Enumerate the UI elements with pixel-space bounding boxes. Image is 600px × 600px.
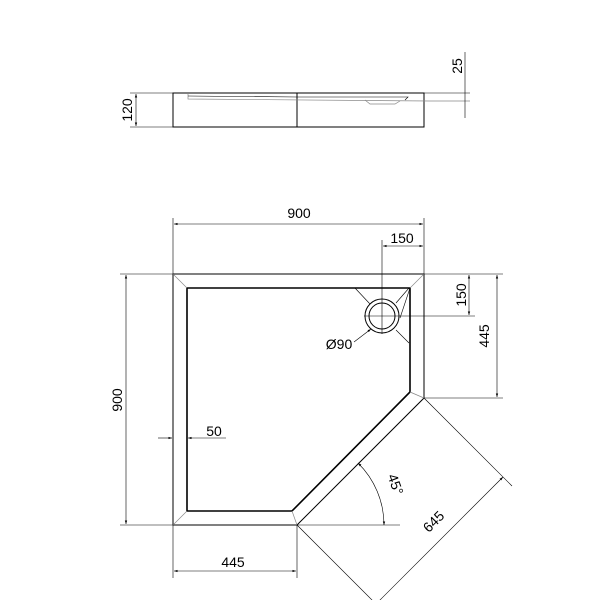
right-side-dimension: 445 — [476, 324, 492, 348]
tray-outline — [172, 273, 425, 526]
plan-view: 900 150 150 445 900 50 445 645 — [109, 205, 513, 600]
depth-dimension: 900 — [109, 388, 125, 412]
side-view: 120 25 — [119, 52, 470, 128]
tray-basin — [186, 287, 411, 512]
drain-diameter-dimension: Ø90 — [326, 336, 353, 352]
rim-width-dimension: 50 — [206, 423, 222, 439]
angle-dimension: 45° — [385, 472, 407, 497]
rim-dimension: 25 — [449, 58, 465, 74]
angle-arc — [357, 462, 386, 526]
drain-offset-x-dimension: 150 — [390, 230, 414, 246]
width-dimension: 900 — [287, 205, 311, 221]
diagonal-dimension: 645 — [420, 507, 448, 535]
drain-offset-y-dimension: 150 — [453, 283, 469, 307]
tray-side-body — [172, 92, 425, 128]
tray-surface-slope — [187, 94, 470, 102]
bottom-side-dimension: 445 — [221, 554, 245, 570]
height-dimension: 120 — [119, 98, 135, 122]
